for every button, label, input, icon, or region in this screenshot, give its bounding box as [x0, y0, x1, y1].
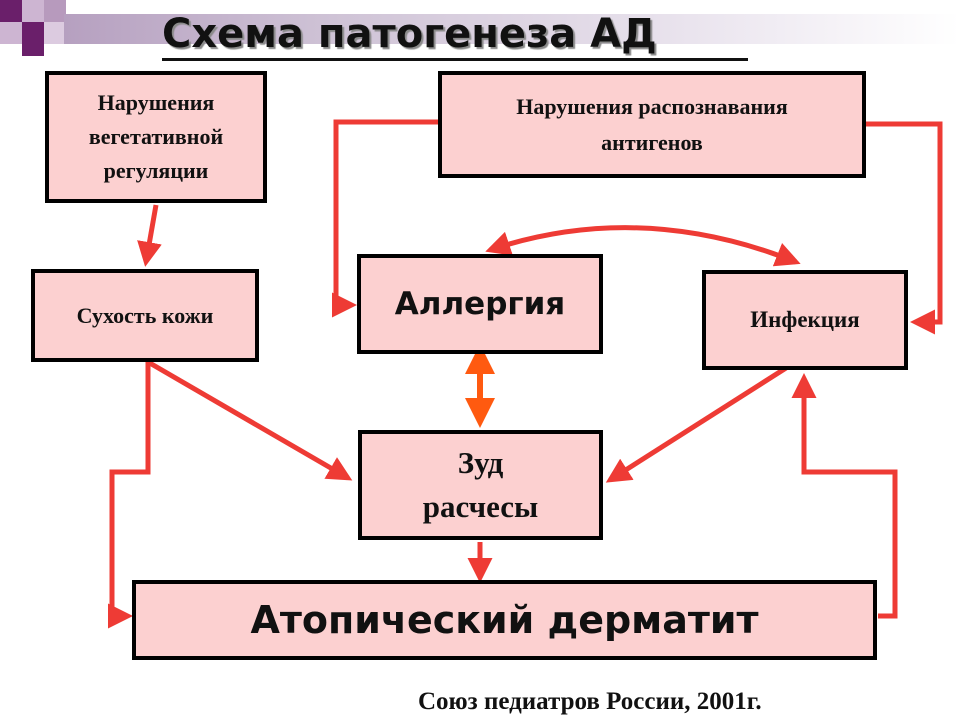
- title-underline: [162, 58, 748, 61]
- arrow-atopic-to-infection: [791, 373, 898, 619]
- box-vegetative-label: Нарушения вегетативной регуляции: [88, 90, 224, 183]
- box-atopic-dermatitis: Атопический дерматит: [132, 580, 877, 660]
- box-vegetative-disorders: Нарушения вегетативной регуляции: [45, 71, 267, 203]
- box-antigen-label: Нарушения распознавания антигенов: [516, 93, 788, 155]
- arrow-vegetative-to-dryskin: [137, 204, 162, 267]
- source-footer: Союз педиатров России, 2001г.: [418, 688, 762, 715]
- arrow-allergy-infection: [485, 225, 801, 267]
- page-title: Схема патогенеза АД: [162, 11, 657, 57]
- header-bar: [64, 14, 960, 44]
- box-allergy: Аллергия: [357, 254, 603, 354]
- box-atopic-label: Атопический дерматит: [250, 598, 759, 642]
- arrow-dryskin-to-itch: [146, 359, 353, 481]
- arrow-antigen-to-infection: [866, 121, 943, 335]
- box-dry-skin-label: Сухость кожи: [76, 302, 214, 328]
- arrow-dryskin-to-atopic: [108, 362, 151, 629]
- corner-decoration: [0, 0, 70, 60]
- box-allergy-label: Аллергия: [394, 286, 566, 322]
- arrow-infection-to-itch: [605, 365, 788, 483]
- box-antigen-recognition: Нарушения распознавания антигенов: [438, 71, 866, 178]
- arrow-antigen-to-allergy: [332, 119, 438, 318]
- box-infection-label: Инфекция: [750, 307, 860, 332]
- box-dry-skin: Сухость кожи: [31, 269, 259, 362]
- box-itch-label: Зуд расчесы: [422, 445, 539, 524]
- box-infection: Инфекция: [702, 270, 908, 370]
- box-itch: Зуд расчесы: [358, 430, 603, 540]
